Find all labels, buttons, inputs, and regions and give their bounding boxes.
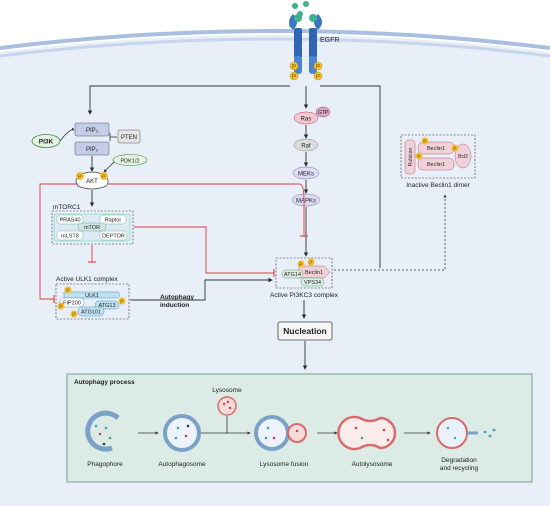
beclin1-bottom-label: Beclin1 — [427, 162, 445, 168]
arrow-egfr-to-beclin — [320, 85, 381, 268]
gtp-label: GTP — [318, 110, 329, 116]
ulk1-label: ULK1 — [85, 293, 99, 299]
stage-label: Phagophore — [87, 461, 123, 468]
beclin1-top-label: Beclin1 — [427, 146, 445, 152]
stage-label: Autolysosome — [352, 461, 393, 468]
degradation-icon — [436, 417, 496, 449]
atg13-label: ATG13 — [98, 303, 115, 309]
mtorc1-members: PRAS40 Raptor mTOR mLST8 DEPTOR — [53, 213, 131, 242]
plasma-membrane-inner — [0, 37, 550, 58]
arrow-pi3k-pip — [59, 127, 75, 142]
inhibit-akt-ulk1 — [39, 183, 78, 300]
ras-node: Ras GTP — [293, 106, 331, 125]
raf-label: Raf — [301, 144, 311, 150]
phagophore-icon — [85, 410, 120, 452]
mtor-label: mTOR — [84, 225, 100, 231]
autophagosome-icon — [163, 414, 201, 452]
phospho-label: P — [66, 288, 70, 294]
phospho-label: P — [78, 175, 82, 181]
stage-label: Autophagosome — [158, 461, 206, 468]
bcl2-label: Bcl2 — [458, 154, 468, 160]
nucleation-box — [277, 321, 333, 341]
meks-node: MEKs — [292, 166, 320, 180]
pras40-label: PRAS40 — [59, 218, 80, 224]
mapks-node: MAPKs — [291, 193, 321, 207]
phospho-label: P — [316, 75, 320, 81]
akt-label: AKT — [86, 179, 98, 185]
phospho-label: P — [292, 75, 296, 81]
egfr-label: EGFR — [320, 37, 339, 44]
pip3-node: PIP₃ — [74, 122, 110, 137]
arrow-pdk-akt — [103, 161, 115, 173]
inhibit-mtorc1-pi3kc3 — [134, 226, 274, 274]
phospho-label: P — [316, 65, 320, 71]
beclin1-label: Beclin1 — [305, 270, 323, 276]
pip3-label: PIP₃ — [86, 128, 99, 134]
mapks-label: MAPKs — [296, 199, 316, 205]
phospho-label: P — [102, 175, 106, 181]
nucleation-label: Nucleation — [283, 326, 326, 336]
phospho-label: P — [72, 312, 76, 318]
pi3k-node: PI3K — [31, 134, 61, 148]
pi3k-label: PI3K — [39, 139, 54, 146]
mtorc1-title: mTORC1 — [53, 204, 81, 211]
beclin-dimer-complex — [400, 134, 476, 179]
arrow-ulk1-pi3kc3 — [130, 277, 273, 301]
meks-label: MEKs — [298, 172, 314, 178]
pip2-label: PIP₂ — [86, 147, 99, 153]
process-title: Autophagy process — [74, 379, 135, 386]
ulk1-complex — [55, 283, 130, 320]
arrow-egfr-to-pip — [87, 85, 290, 115]
phospho-label: P — [423, 139, 427, 145]
pdk-node: PDK1/2 — [112, 154, 148, 166]
phospho-label: P — [453, 146, 457, 152]
dotted-link-beclin — [334, 194, 447, 271]
beclin-dimer-title: Inactive Beclin1 dimer — [406, 182, 470, 189]
rubicon-label: Rubicon — [408, 148, 414, 167]
atg101-label: ATG101 — [81, 310, 101, 316]
beclin-dimer-members: Rubicon Beclin1 Beclin1 Bcl2 P P P — [404, 137, 472, 175]
raptor-label: Raptor — [105, 218, 122, 224]
pten-label: PTEN — [121, 135, 137, 141]
phospho-label: P — [309, 260, 313, 266]
phospho-label: P — [292, 65, 296, 71]
mlst8-label: mLST8 — [61, 234, 79, 240]
pi3kc3-title: Active PI3KC3 complex — [270, 292, 339, 299]
plasma-membrane-outer — [0, 29, 550, 50]
pdk-label: PDK1/2 — [121, 159, 140, 165]
lysosome-icon — [217, 396, 237, 416]
akt-node: AKT P P — [75, 171, 109, 190]
phospho-label: P — [299, 262, 303, 268]
autolysosome-icon — [337, 415, 397, 451]
mtorc1-complex — [51, 210, 134, 245]
ulk1-members: ULK1 FIP200 ATG13 ATG101 P P P P — [57, 286, 126, 318]
raf-node: Raf — [293, 138, 319, 152]
deptor-label: DEPTOR — [102, 234, 125, 240]
stage-label: Lysosome fusion — [260, 461, 309, 468]
pi3kc3-members: Beclin1 ATG14 VPS34 P P — [281, 258, 331, 287]
atg14-label: ATG14 — [284, 272, 301, 278]
ras-label: Ras — [301, 117, 312, 123]
fip200-label: FIP200 — [63, 301, 81, 307]
lysosome-label: Lysosome — [212, 387, 242, 394]
pten-node: PTEN — [117, 129, 141, 144]
egfr-phospho-sites: P P P P — [289, 61, 323, 81]
pi3kc3-complex — [275, 257, 333, 289]
phospho-label: P — [417, 154, 421, 160]
pip2-node: PIP₂ — [74, 141, 110, 156]
lysosome-fusion-icon — [254, 415, 307, 451]
ulk1-complex-title: Active ULK1 complex — [56, 276, 119, 283]
phospho-label: P — [59, 304, 63, 310]
phospho-label: P — [120, 299, 124, 305]
vps34-label: VPS34 — [304, 280, 321, 286]
inhibit-akt-pi3kc3 — [108, 183, 305, 236]
